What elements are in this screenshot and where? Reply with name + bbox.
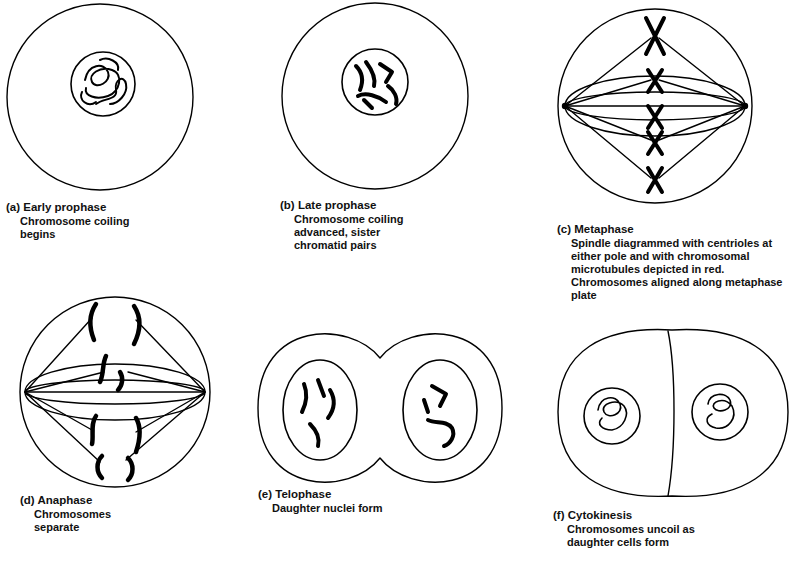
anaphase-cell (25, 380, 205, 404)
anaphase-cell (25, 391, 205, 392)
anaphase-cell (20, 297, 210, 487)
late-prophase-cell (366, 62, 375, 86)
late-prophase-cell (364, 100, 372, 108)
cell-stage: (f) CytokinesisChromosomes uncoil as dau… (553, 325, 803, 575)
stage-description: Daughter nuclei form (272, 502, 384, 515)
metaphase-cell (563, 104, 568, 109)
telophase-cell (283, 360, 357, 460)
cell-stage: (c) MetaphaseSpindle diagrammed with cen… (555, 0, 805, 312)
mitosis-illustration (7, 3, 788, 496)
metaphase-cell (648, 70, 662, 92)
cytokinesis-cells (598, 398, 626, 430)
early-prophase-cell (7, 4, 193, 190)
telophase-cell (328, 390, 334, 418)
telophase-cell (432, 386, 446, 406)
anaphase-cell (134, 306, 139, 344)
stage-title: (c) Metaphase (557, 222, 793, 236)
stage-label: (d) AnaphaseChromosomes separate (20, 493, 134, 534)
telophase-cell (258, 334, 502, 482)
metaphase-cell (648, 168, 662, 192)
stage-label: (e) TelophaseDaughter nuclei form (258, 487, 384, 515)
metaphase-cell (659, 38, 745, 178)
telophase-cell (302, 384, 306, 412)
anaphase-cell (98, 456, 103, 478)
anaphase-cell (118, 372, 122, 390)
metaphase-cell (565, 38, 651, 178)
telophase-cell (302, 380, 453, 446)
stage-description: Chromosomes uncoil as daughter cells for… (567, 523, 732, 549)
late-prophase-cell (342, 49, 408, 115)
metaphase-cell (558, 9, 752, 203)
stage-title: (a) Early prophase (6, 200, 150, 214)
anaphase-cell (100, 356, 106, 382)
cytokinesis-cells (558, 330, 788, 497)
telophase-cell (258, 334, 502, 482)
late-prophase-cell (388, 86, 397, 104)
stage-title: (b) Late prophase (280, 198, 412, 212)
cytokinesis-cells (692, 384, 748, 440)
cell-stage: (a) Early prophaseChromosome coiling beg… (4, 0, 234, 250)
cytokinesis-cells (558, 330, 788, 497)
late-prophase-cell (282, 3, 468, 189)
metaphase-cell (558, 9, 752, 203)
anaphase-cell (91, 304, 97, 340)
cell-stage: (b) Late prophaseChromosome coiling adva… (278, 0, 508, 254)
stage-description: Chromosome coiling advanced, sister chro… (294, 213, 412, 252)
stage-title: (d) Anaphase (20, 493, 134, 507)
late-prophase-cell (380, 64, 392, 82)
anaphase-cell (136, 418, 140, 452)
telophase-cell (428, 420, 453, 446)
stage-description: Chromosomes separate (34, 508, 134, 534)
early-prophase-cell (71, 52, 135, 116)
late-prophase-cell (282, 3, 468, 189)
early-prophase-cell (7, 4, 193, 190)
anaphase-cell (25, 364, 205, 420)
early-prophase-cell (96, 79, 126, 104)
cytokinesis-cells (707, 394, 734, 428)
metaphase-cell (646, 18, 664, 192)
anaphase-cell (92, 416, 96, 444)
anaphase-cell (128, 458, 133, 480)
cytokinesis-cells (668, 331, 674, 496)
early-prophase-cell (81, 59, 118, 104)
anaphase-cell (91, 304, 140, 480)
cytokinesis-cells (584, 388, 640, 444)
cell-stage: (e) TelophaseDaughter nuclei form (258, 325, 508, 565)
telophase-cell (424, 400, 428, 412)
stage-label: (c) MetaphaseSpindle diagrammed with cen… (557, 222, 793, 302)
stage-label: (a) Early prophaseChromosome coiling beg… (6, 200, 150, 241)
early-prophase-cell (85, 66, 119, 98)
stage-label: (b) Late prophaseChromosome coiling adva… (280, 198, 412, 252)
stage-title: (e) Telophase (258, 487, 384, 501)
metaphase-cell (648, 106, 662, 128)
telophase-cell (403, 360, 477, 460)
stage-title: (f) Cytokinesis (553, 508, 732, 522)
anaphase-cell (20, 297, 210, 487)
late-prophase-cell (356, 66, 362, 90)
telophase-cell (310, 424, 319, 446)
late-prophase-cell (356, 62, 397, 108)
stage-description: Spindle diagrammed with centrioles at ei… (571, 237, 793, 302)
stage-label: (f) CytokinesisChromosomes uncoil as dau… (553, 508, 732, 549)
stage-description: Chromosome coiling begins (20, 215, 150, 241)
telophase-cell (318, 380, 324, 396)
metaphase-cell (565, 105, 745, 106)
metaphase-cell (743, 104, 748, 109)
cell-stage: (d) AnaphaseChromosomes separate (20, 295, 220, 565)
metaphase-cell (648, 132, 662, 154)
metaphase-cell (646, 18, 664, 54)
